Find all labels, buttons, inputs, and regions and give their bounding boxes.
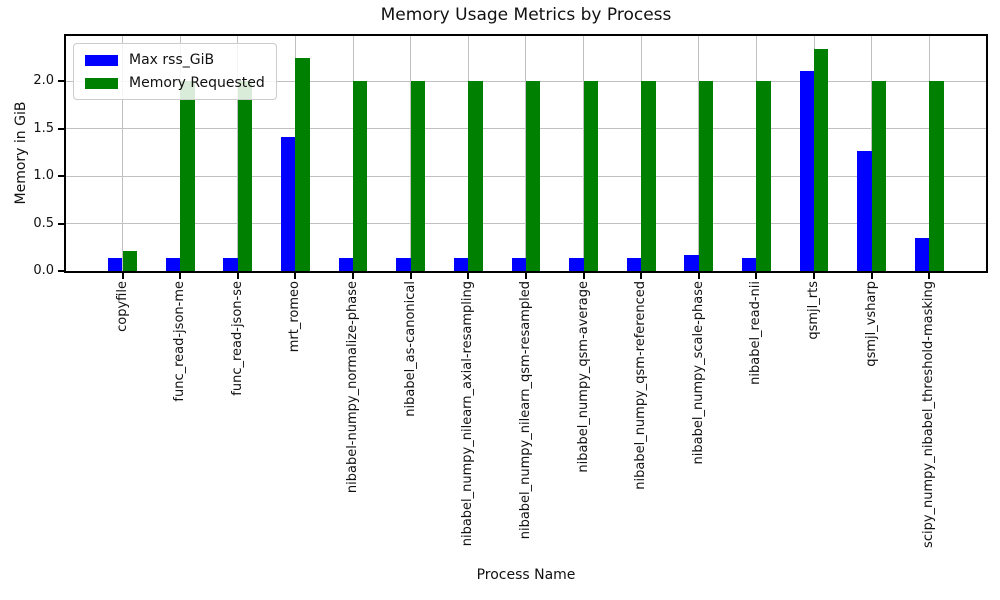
y-axis-label: Memory in GiB (13, 101, 29, 205)
bar-max-rss (453, 257, 469, 271)
x-category-label: nibabel_numpy_scale-phase (690, 281, 706, 465)
x-category-label: qsmjl_vsharp (863, 281, 879, 367)
y-tick-label: 1.0 (33, 168, 54, 184)
bar-max-rss (165, 257, 181, 271)
bar-max-rss (742, 257, 757, 271)
bar-memory-requested (410, 81, 426, 271)
x-axis-label: Process Name (476, 567, 576, 583)
x-tick-mark (928, 273, 931, 279)
bar-memory-requested (353, 81, 368, 271)
x-gridline (122, 36, 123, 271)
bar-max-rss (396, 257, 411, 271)
bar-max-rss (857, 150, 872, 271)
y-tick-mark (58, 270, 64, 272)
y-tick-mark (58, 222, 64, 225)
bar-max-rss (108, 257, 123, 271)
x-category-label: nibabel_numpy_qsm-average (575, 281, 591, 473)
legend-swatch (85, 77, 118, 89)
x-category-label: nibabel_as-canonical (402, 281, 418, 417)
bar-memory-requested (641, 81, 656, 271)
y-tick-label: 0.0 (33, 263, 54, 278)
bar-max-rss (914, 237, 930, 271)
bar-max-rss (511, 257, 526, 271)
bar-memory-requested (180, 81, 195, 271)
bar-max-rss (223, 257, 238, 271)
x-tick-mark (582, 273, 585, 279)
x-category-label: func_read-json-se (229, 281, 245, 396)
y-tick-mark (58, 175, 64, 178)
bar-memory-requested (468, 81, 483, 271)
x-tick-mark (524, 273, 527, 279)
bar-memory-requested (122, 251, 137, 271)
bar-memory-requested (756, 81, 771, 271)
bar-memory-requested (871, 81, 887, 271)
bar-max-rss (569, 257, 584, 271)
legend-item: Max rss_GiB (85, 52, 265, 68)
bar-max-rss (280, 137, 296, 271)
x-category-label: nibabel_numpy_qsm-referenced (633, 281, 649, 490)
chart-title: Memory Usage Metrics by Process (380, 5, 672, 25)
x-category-label: mrt_romeo (287, 281, 303, 353)
legend-label: Max rss_GiB (129, 52, 215, 68)
x-tick-mark (870, 273, 873, 279)
x-tick-mark (467, 273, 470, 279)
x-category-label: nibabel_numpy_nilearn_axial-resampling (460, 281, 476, 547)
x-tick-mark (409, 273, 412, 279)
x-category-label: nibabel_read-nii (748, 281, 764, 385)
bar-max-rss (626, 257, 642, 271)
y-tick-mark (58, 127, 64, 130)
y-tick-label: 2.0 (33, 73, 54, 89)
x-category-label: qsmjl_rts (806, 281, 822, 340)
bar-memory-requested (525, 81, 541, 271)
bar-max-rss (338, 257, 353, 271)
bar-memory-requested (237, 81, 253, 271)
x-category-label: nibabel-numpy_normalize-phase (345, 281, 361, 494)
x-category-label: copyfile (114, 281, 130, 332)
x-tick-mark (697, 273, 700, 279)
y-tick-label: 0.5 (33, 215, 54, 231)
bar-memory-requested (583, 81, 598, 271)
bar-memory-requested (814, 49, 829, 271)
bar-max-rss (799, 71, 815, 271)
x-category-label: scipy_numpy_nibabel_threshold-masking (921, 281, 937, 548)
y-tick-mark (58, 80, 64, 83)
plot-area: Max rss_GiB Memory Requested (64, 34, 988, 273)
y-tick-label: 1.5 (33, 120, 54, 136)
x-tick-mark (236, 273, 239, 279)
x-tick-mark (294, 273, 297, 279)
legend-swatch (85, 54, 118, 66)
bar-memory-requested (698, 81, 714, 271)
bar-memory-requested (929, 81, 944, 271)
x-tick-mark (179, 273, 182, 279)
x-tick-mark (640, 273, 643, 279)
x-tick-mark (755, 273, 758, 279)
x-tick-mark (352, 273, 355, 279)
bar-max-rss (684, 254, 699, 271)
x-tick-mark (813, 273, 816, 279)
x-category-label: nibabel_numpy_nilearn_qsm-resampled (517, 281, 533, 540)
legend-label: Memory Requested (129, 75, 265, 91)
legend: Max rss_GiB Memory Requested (73, 43, 277, 100)
x-category-label: func_read-json-me (172, 281, 188, 402)
bar-memory-requested (295, 57, 310, 271)
x-tick-mark (121, 273, 124, 279)
legend-item: Memory Requested (85, 75, 265, 91)
